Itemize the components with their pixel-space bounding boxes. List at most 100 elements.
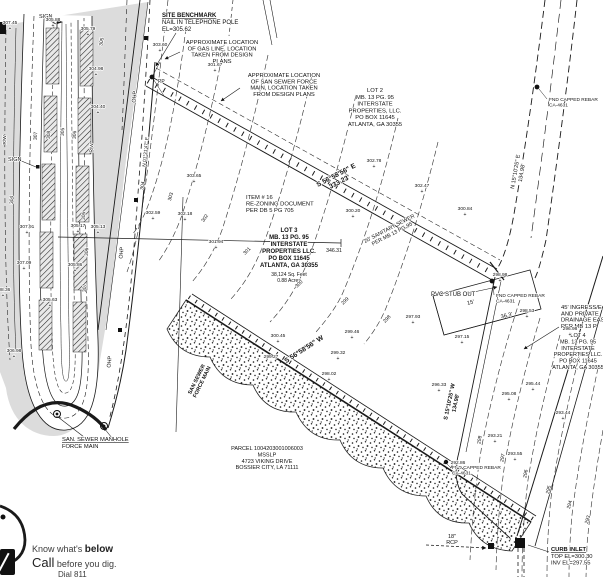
plan-path	[131, 27, 187, 236]
band-edge-line-1	[185, 299, 532, 523]
plan-tspan: CA-4631	[549, 102, 568, 108]
spot-elevation-mark: +	[421, 189, 424, 195]
storm-pipe-dashed	[517, 548, 525, 577]
plan-tspan: MB. 13 PG. 95	[560, 339, 596, 345]
pavement-hatch-bar	[39, 231, 54, 289]
plan-tspan: +	[74, 268, 77, 274]
pavement-hatch-bar	[75, 165, 90, 223]
contour-label: 296	[522, 469, 530, 479]
spot-elevation: 297.93	[406, 314, 421, 320]
spot-elevation: 305.86	[68, 262, 83, 268]
rebar-leader-1	[538, 88, 548, 100]
manhole-leader-2	[103, 427, 117, 444]
plan-tspan: PROPERTIES, LLC.	[349, 108, 402, 114]
rcp-leader	[425, 544, 487, 550]
corridor-end-cap	[489, 261, 505, 281]
rebar-leader-2	[492, 282, 495, 296]
plan-tspan: RCP	[446, 540, 458, 546]
plan-tspan: AND PRIVATE	[561, 311, 599, 317]
plan-tspan: PROPERTIES LLC.	[554, 352, 603, 358]
spot-elevation: 303.60	[153, 42, 168, 48]
plan-path	[157, 39, 226, 263]
plan-tspan: 293.21	[488, 433, 503, 439]
plan-tspan: OHP	[106, 355, 113, 368]
plan-tspan: 295.08	[502, 391, 517, 397]
spot-elevation-mark: +	[77, 229, 80, 235]
plan-path	[229, 74, 313, 301]
plan-tspan: 303.60	[153, 42, 168, 48]
plan-tspan: TOP EL=300.30	[551, 554, 593, 560]
plan-tspan: 305	[98, 37, 105, 46]
plan-tspan: +	[214, 68, 217, 74]
plan-tspan: EL=305.62	[162, 27, 192, 33]
contour-label: 303	[167, 192, 175, 202]
contour-label: 297	[499, 453, 506, 462]
plan-tspan: +	[337, 356, 340, 362]
plan-tspan: PO BOX 11645	[268, 256, 310, 262]
plan-tspan: +	[152, 216, 155, 222]
plan-tspan: 307.45	[3, 20, 18, 26]
plan-path	[546, 351, 581, 577]
plan-tspan: NAIL IN TELEPHONE POLE	[162, 20, 238, 26]
plan-tspan: +	[438, 388, 441, 394]
spot-elevation-mark: +	[526, 314, 529, 320]
plan-path	[568, 367, 599, 577]
plan-tspan: +	[9, 26, 12, 32]
plan-tspan: 4723 VIKING DRIVE	[242, 459, 293, 465]
spot-elevation: 299.46	[345, 329, 360, 335]
plan-tspan: 38,124 Sq. Feet	[271, 272, 307, 278]
sign-label-2: SIGN	[8, 157, 21, 163]
ohp-line	[108, 0, 151, 421]
plan-tspan: 302.18	[178, 211, 193, 217]
spot-elevation-mark: +	[270, 360, 273, 366]
contour-label: 307	[33, 131, 39, 140]
plan-tspan: FND CAPPED REBAR	[452, 465, 501, 471]
sign-leader-1	[46, 18, 57, 25]
plan-tspan: INTERSTATE	[561, 346, 595, 352]
pavement-hatch-bar	[79, 29, 94, 87]
plan-tspan: 299.46	[345, 329, 360, 335]
spot-elevation-mark: +	[499, 278, 502, 284]
spot-elevation-mark: +	[9, 26, 12, 32]
manhole-symbol-2	[100, 422, 108, 430]
plan-tspan: 305.86	[68, 262, 83, 268]
spot-elevation: 298.98	[493, 272, 508, 278]
grate-inlet-symbol	[488, 543, 494, 549]
utility-pole-symbol	[118, 328, 122, 332]
plan-tspan: OHP	[118, 246, 125, 259]
plan-circle	[102, 424, 106, 428]
plan-tspan: OF GAS LINE, LOCATION	[188, 46, 257, 52]
row-line-2	[534, 305, 603, 547]
plan-path	[585, 429, 603, 577]
plan-tspan: 302.47	[415, 183, 430, 189]
road-edge-dashed-2	[534, 0, 578, 279]
plan-tspan: 305	[60, 127, 66, 136]
plan-tspan: 18"	[448, 534, 456, 540]
plan-tspan: CA-4631	[452, 470, 471, 476]
spot-elevation: 304.98	[89, 66, 104, 72]
pavement-hatch-bar	[38, 299, 53, 351]
plan-circle	[55, 412, 59, 416]
bearing-lot4-west: S 15°10'25" W134.98'	[443, 382, 463, 421]
spot-elevation: 305.17	[71, 223, 86, 229]
old-lot-line	[57, 236, 342, 247]
plan-tspan: +	[215, 245, 218, 251]
contour-label: 304	[139, 181, 147, 191]
spot-elevation-mark: +	[152, 216, 155, 222]
contour-label: 298	[476, 435, 483, 444]
dim-36ft: 36.3'	[500, 312, 513, 321]
plan-tspan: 298.02	[322, 371, 337, 377]
spot-elevation: 305.13	[91, 224, 106, 230]
plan-tspan: +	[351, 335, 354, 341]
contour-label: 308	[46, 130, 52, 139]
plan-tspan: BOSSIER CITY, LA 71111	[236, 465, 299, 471]
mid-vertical-line	[175, 196, 184, 433]
plan-tspan: LOT 2	[367, 88, 383, 94]
contour-label: 293	[584, 515, 592, 525]
spot-elevation: 301.67	[208, 62, 223, 68]
